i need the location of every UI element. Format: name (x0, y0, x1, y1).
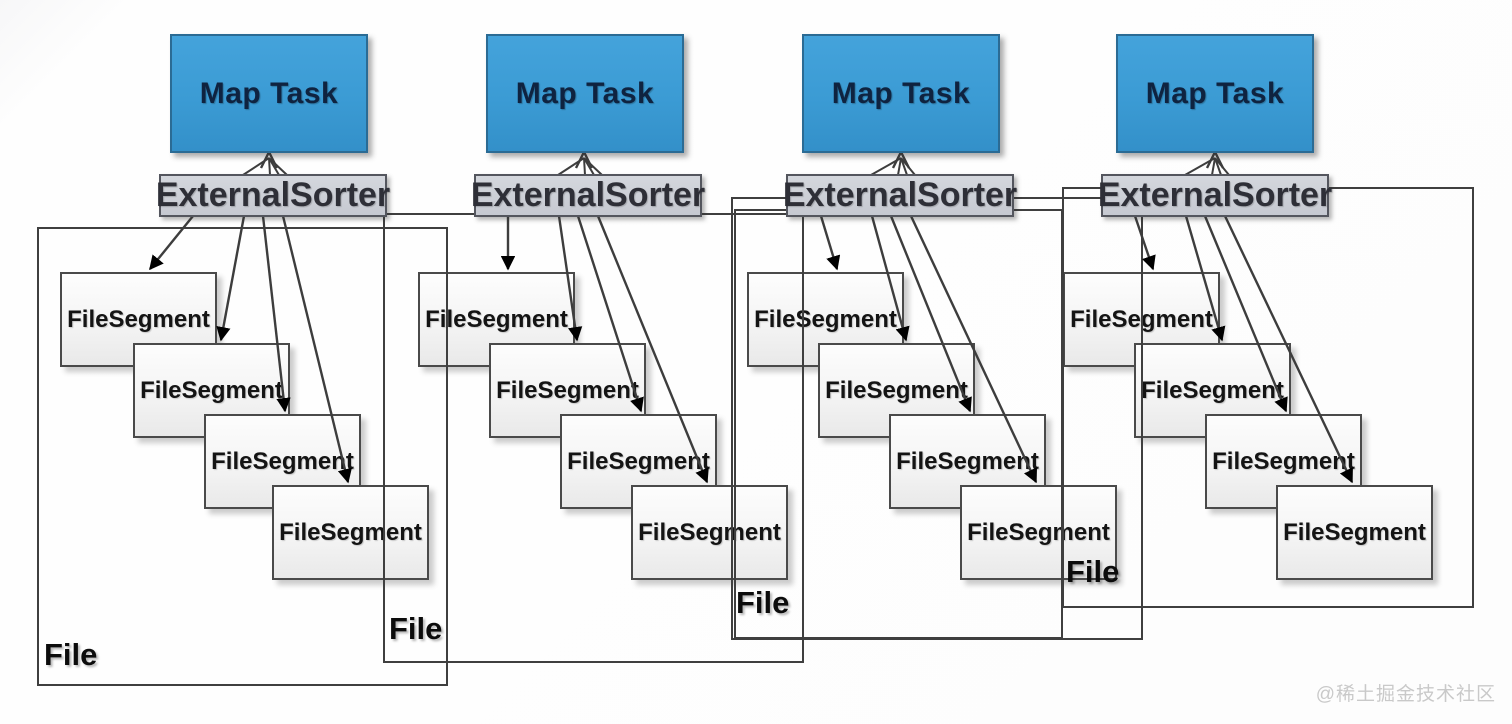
sorter-to-maptask-line (900, 157, 916, 176)
map-task-label: Map Task (1145, 76, 1285, 110)
external-sorter-box: ExternalSorter (155, 174, 391, 217)
sorter-to-maptask-line (583, 157, 603, 176)
sorter-to-segment-arrow (819, 215, 841, 271)
file-segment-label: FileSegment (140, 376, 283, 404)
sorter-to-maptask-line (557, 157, 585, 176)
sorter-to-segment-arrow (216, 215, 246, 342)
external-sorter-label: ExternalSorter (155, 176, 391, 214)
watermark: @稀土掘金技术社区 (1315, 684, 1496, 705)
file-segment-label: FileSegment (1212, 447, 1355, 475)
file-segment-box: FileSegment (960, 485, 1117, 580)
up-arrowhead (1205, 149, 1225, 169)
file-segment-label: FileSegment (638, 518, 781, 546)
sorter-to-maptask-line (1211, 157, 1216, 176)
external-sorter-box: ExternalSorter (782, 174, 1018, 217)
file-label: File (1066, 554, 1120, 589)
sorter-to-maptask-line (268, 157, 280, 176)
sorter-to-maptask-line (268, 157, 271, 176)
sorter-to-maptask-line (1214, 157, 1230, 176)
sorter-to-maptask-line (897, 157, 902, 176)
map-task-box: Map Task (1116, 34, 1314, 153)
up-arrowhead (574, 149, 594, 169)
map-task-label: Map Task (199, 76, 339, 110)
file-segment-box: FileSegment (1276, 485, 1433, 580)
file-segment-label: FileSegment (1141, 376, 1284, 404)
up-arrowhead (891, 149, 911, 169)
file-segment-label: FileSegment (896, 447, 1039, 475)
map-task-label: Map Task (831, 76, 971, 110)
up-arrowhead (259, 149, 279, 169)
map-task-box: Map Task (802, 34, 1000, 153)
map-task-label: Map Task (515, 76, 655, 110)
file-label: File (736, 585, 790, 620)
sorter-to-maptask-line (870, 157, 902, 176)
map-task-box: Map Task (486, 34, 684, 153)
sorter-to-maptask-line (1184, 157, 1216, 176)
file-segment-label: FileSegment (211, 447, 354, 475)
file-segment-label: FileSegment (1070, 305, 1213, 333)
file-segment-label: FileSegment (67, 305, 210, 333)
file-segment-label: FileSegment (496, 376, 639, 404)
external-sorter-label: ExternalSorter (1097, 176, 1333, 214)
file-segment-label: FileSegment (754, 305, 897, 333)
sorter-to-maptask-line (900, 157, 908, 176)
file-segment-label: FileSegment (279, 518, 422, 546)
sorter-to-maptask-line (583, 157, 595, 176)
file-segment-label: FileSegment (1283, 518, 1426, 546)
file-segment-label: FileSegment (825, 376, 968, 404)
file-segment-label: FileSegment (425, 305, 568, 333)
external-sorter-box: ExternalSorter (470, 174, 706, 217)
file-segment-label: FileSegment (567, 447, 710, 475)
sorter-to-segment-arrow (149, 215, 194, 271)
sorter-to-maptask-line (242, 157, 270, 176)
file-segment-box: FileSegment (272, 485, 429, 580)
sorter-to-maptask-line (583, 157, 586, 176)
file-label: File (44, 637, 98, 672)
external-sorter-label: ExternalSorter (782, 176, 1018, 214)
external-sorter-label: ExternalSorter (470, 176, 706, 214)
map-task-box: Map Task (170, 34, 368, 153)
file-segment-box: FileSegment (631, 485, 788, 580)
file-label: File (389, 611, 443, 646)
sorter-to-maptask-line (1214, 157, 1222, 176)
sorter-to-maptask-line (268, 157, 288, 176)
file-segment-label: FileSegment (967, 518, 1110, 546)
external-sorter-box: ExternalSorter (1097, 174, 1333, 217)
sorter-to-segment-arrow (1133, 215, 1156, 271)
